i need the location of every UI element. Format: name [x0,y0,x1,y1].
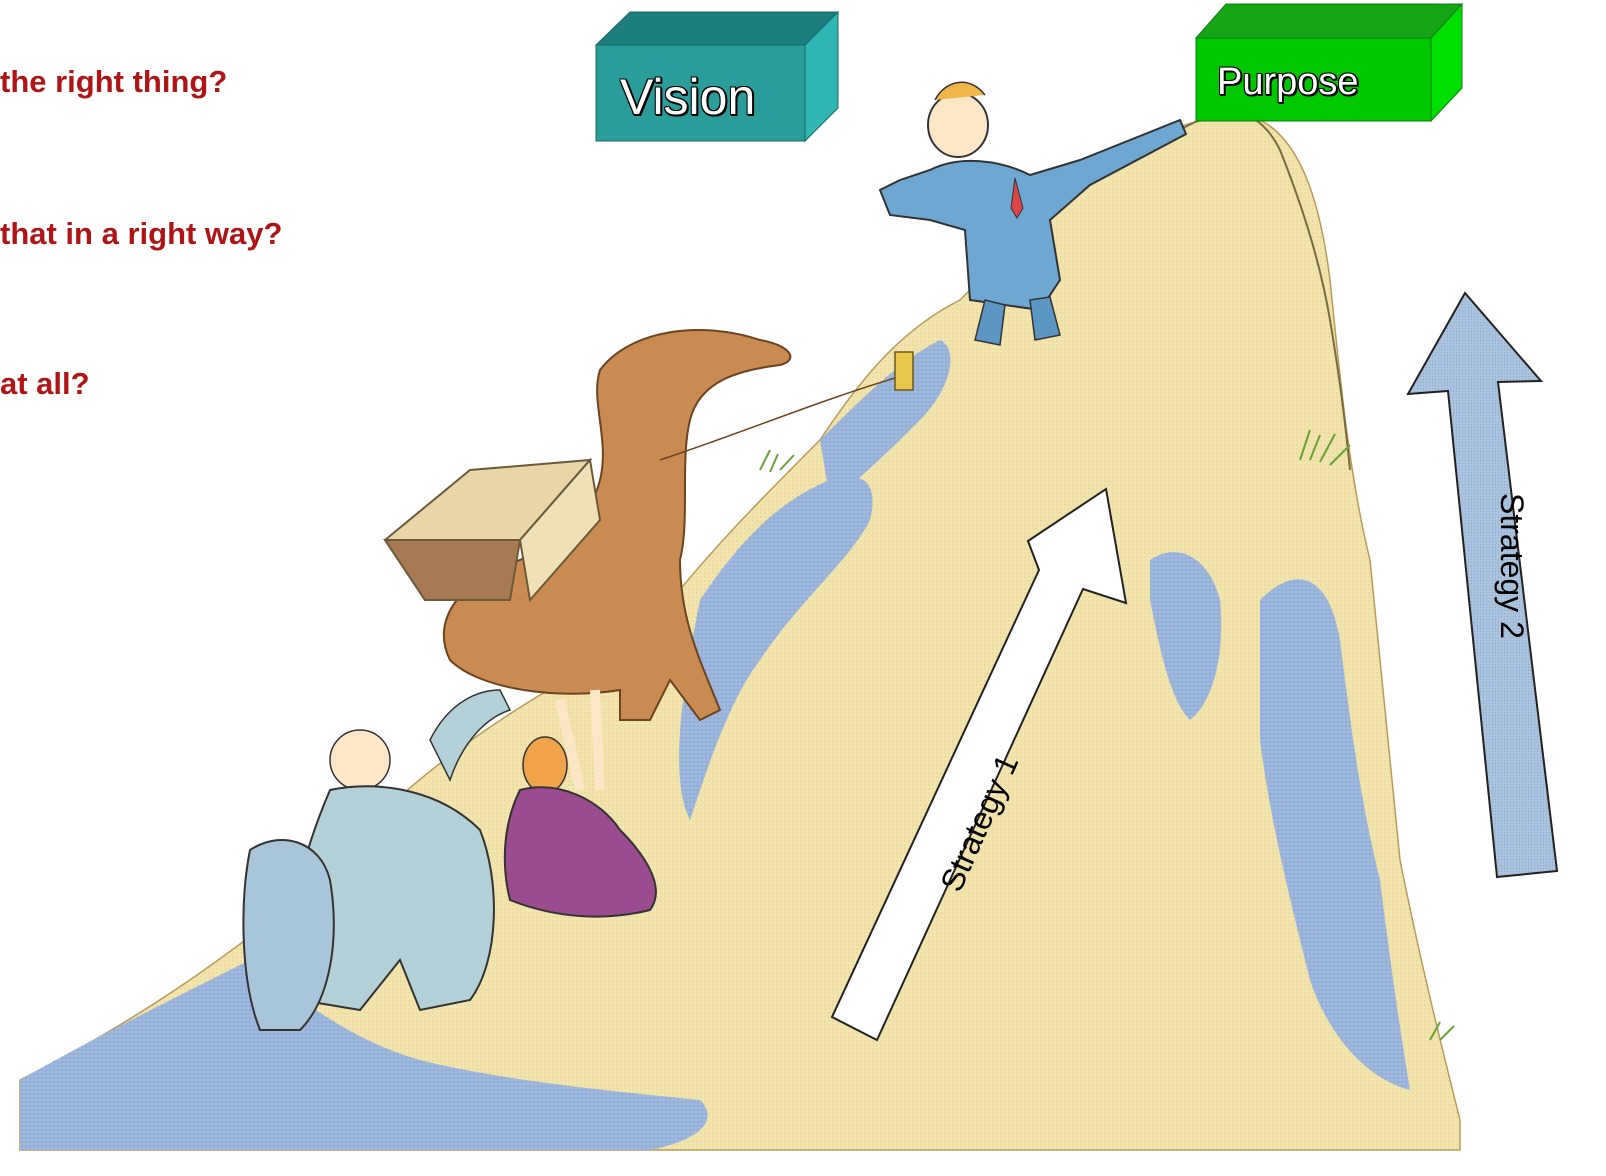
vision-label: Vision [620,69,756,125]
rock-patch [1260,579,1410,1090]
question-right-thing: the right thing? [0,64,228,99]
woman-figure [503,689,657,918]
grass-tuft [759,429,1455,1041]
purpose-box [1194,2,1464,123]
rock-patch [20,960,708,1150]
rock-patch [1150,552,1222,720]
strategy2-label: Strategy 2 [1494,493,1530,639]
purpose-label: Purpose [1217,61,1359,103]
vision-box [594,10,840,143]
men-figures [242,689,512,1031]
rock-patch [820,340,951,500]
strategy1-arrow [830,487,1128,1042]
question-right-way: that in a right way? [0,216,283,251]
rock-patch [679,476,873,820]
question-at-all: at all? [0,366,90,401]
camel-figure [383,329,914,722]
manager-figure [878,81,1188,346]
strategy2-arrow [1406,291,1559,879]
